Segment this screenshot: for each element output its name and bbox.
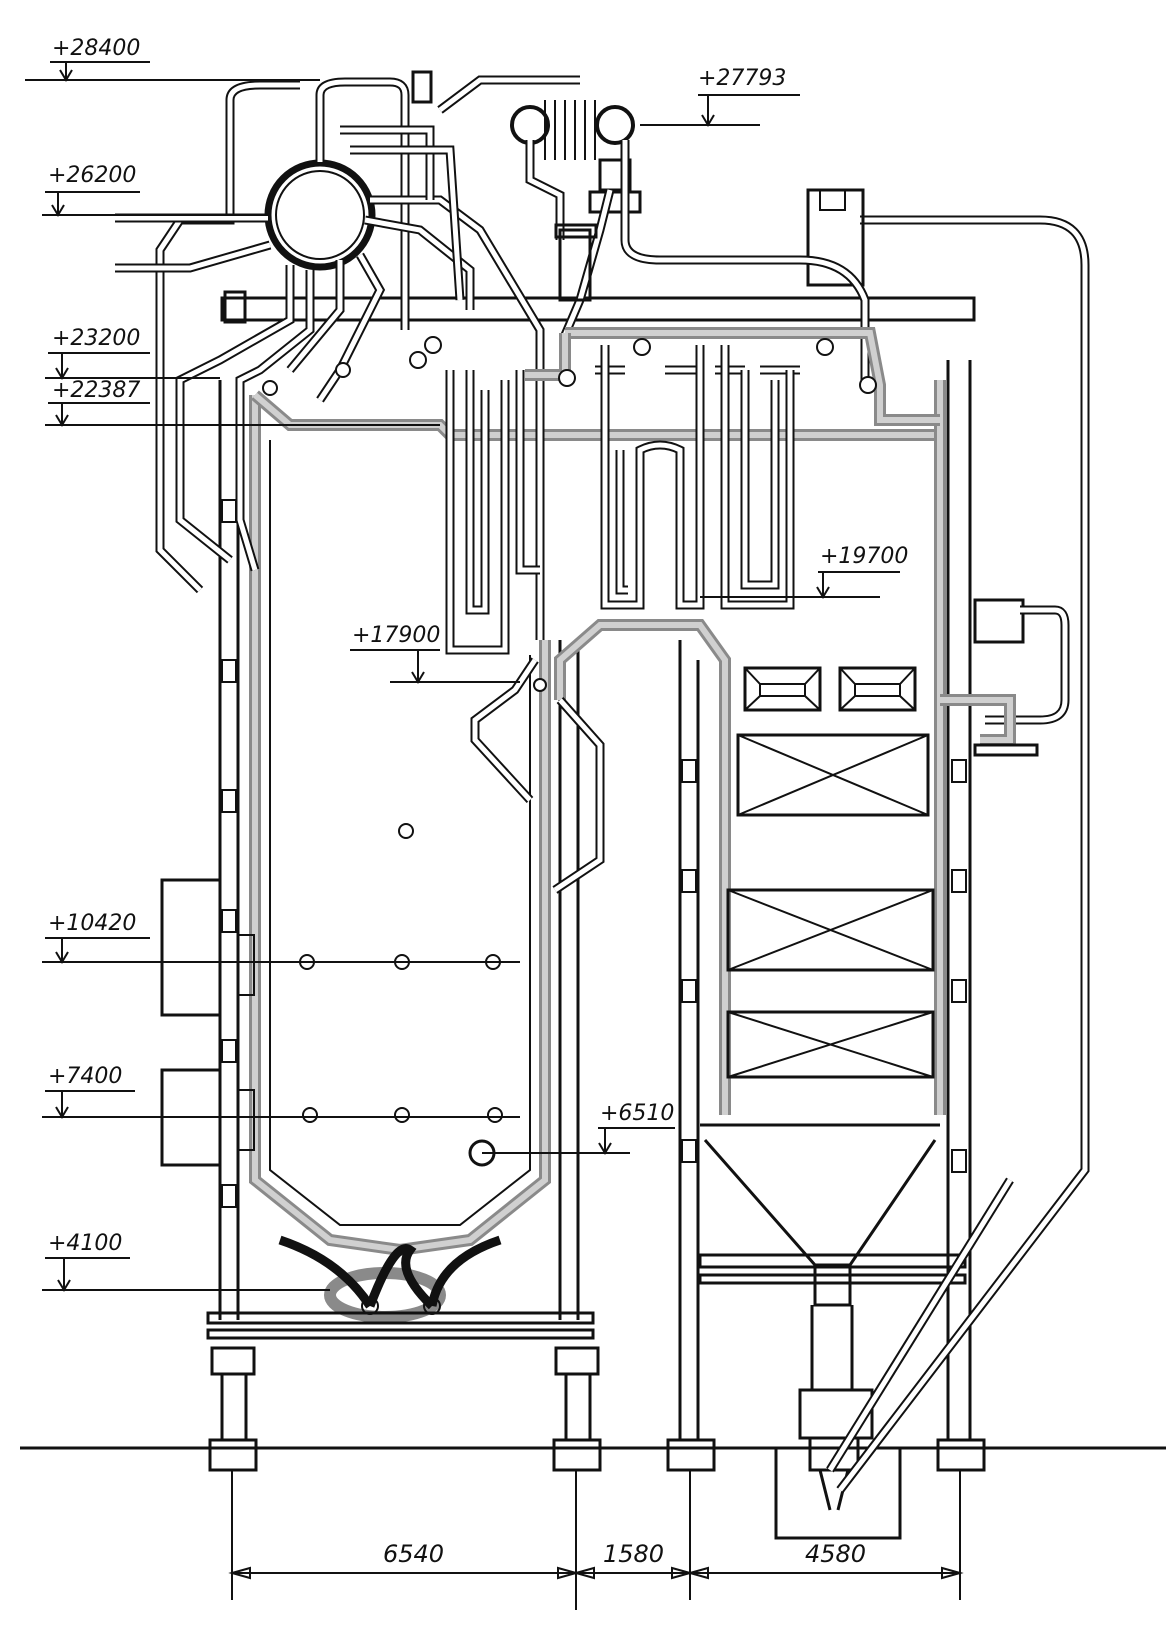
elevation-label: +23200 — [52, 326, 140, 351]
elevation-label: +27793 — [698, 66, 786, 91]
pendant-superheaters — [445, 345, 795, 655]
furnace-shaft — [160, 380, 940, 1323]
elevation-marker-23200: +23200 — [45, 326, 220, 380]
elevation-label: +10420 — [48, 911, 136, 936]
riser-pipes — [470, 657, 605, 894]
elevation-label: +6510 — [600, 1101, 674, 1126]
elevation-label: +22387 — [52, 378, 140, 403]
elevation-label: +4100 — [48, 1231, 122, 1256]
elevation-marker-22387: +22387 — [45, 378, 440, 427]
elevation-marker-4100: +4100 — [42, 1231, 330, 1292]
furnace-supports — [206, 1311, 602, 1472]
dimension-label-6540: 6540 — [383, 1540, 444, 1568]
elevation-marker-26200: +26200 — [42, 163, 270, 217]
elevation-marker-17900: +17900 — [350, 623, 520, 684]
top-beam — [220, 290, 976, 324]
dimension-label-4580: 4580 — [805, 1540, 866, 1568]
elevation-label: +19700 — [820, 544, 908, 569]
dimension-label-1580: 1580 — [603, 1540, 664, 1568]
return-pipe — [806, 188, 1090, 1493]
elevation-marker-27793: +27793 — [640, 66, 800, 127]
convective-shaft — [554, 360, 986, 1511]
elevation-label: +17900 — [352, 623, 440, 648]
elevation-label: +7400 — [48, 1064, 122, 1089]
elevation-markers: +28400 +27793 +26200 +23200 +223 — [25, 36, 908, 1292]
hopper-pit — [774, 1446, 902, 1540]
elevation-marker-19700: +19700 — [700, 544, 908, 599]
side-heater-unit — [940, 598, 1070, 757]
steam-drum — [115, 70, 545, 640]
superheater-piping — [262, 75, 940, 426]
elevation-label: +28400 — [52, 36, 140, 61]
dimension-lines: 6540 1580 4580 — [228, 1470, 964, 1610]
elevation-marker-10420: +10420 — [42, 911, 520, 964]
elevation-marker-7400: +7400 — [42, 1064, 520, 1119]
elevation-label: +26200 — [48, 163, 136, 188]
elevation-marker-28400: +28400 — [25, 36, 320, 82]
elevation-marker-6510: +6510 — [482, 1101, 675, 1155]
